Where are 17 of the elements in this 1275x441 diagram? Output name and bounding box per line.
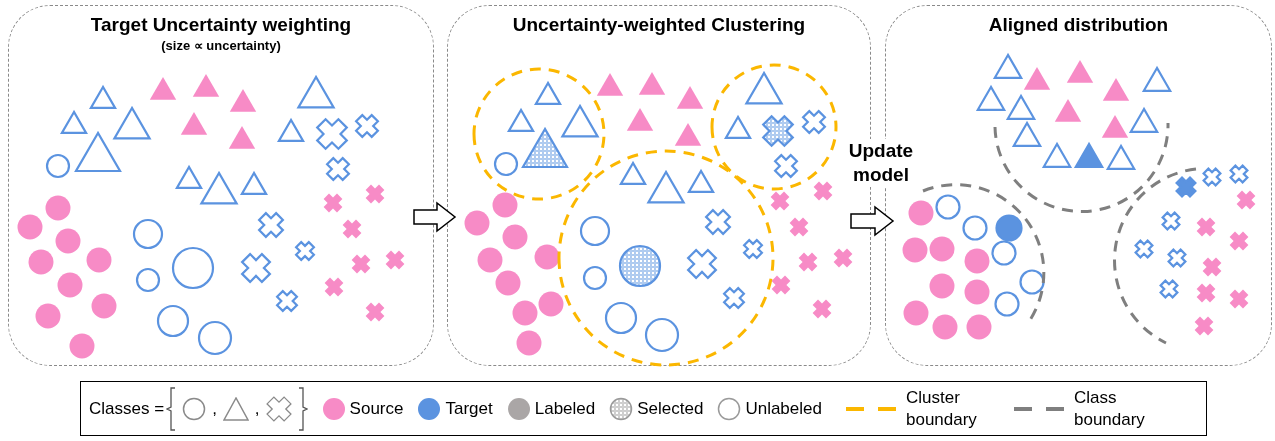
block-arrow: [850, 205, 895, 237]
comma-text: ,: [254, 398, 260, 419]
panel: [8, 5, 434, 366]
panel-title: Target Uncertainty weighting: [90, 13, 352, 37]
comma-text: ,: [212, 398, 217, 419]
block-arrow: [413, 201, 457, 233]
legend-text: Class boundary: [1073, 386, 1146, 431]
legend-text: Cluster boundary: [905, 386, 978, 431]
panel-title: Uncertainty-weighted Clustering: [512, 13, 806, 37]
legend-text: Selected: [637, 398, 704, 419]
panel-title: Aligned distribution: [988, 13, 1169, 37]
legend-text: Unlabeled: [745, 398, 822, 419]
legend-text: Labeled: [534, 398, 596, 419]
legend-text: Target: [445, 398, 493, 419]
legend-text: Classes =: [89, 398, 165, 419]
legend-text: Source: [349, 398, 404, 419]
panel-subtitle: (size ∝ uncertainty): [161, 38, 281, 54]
